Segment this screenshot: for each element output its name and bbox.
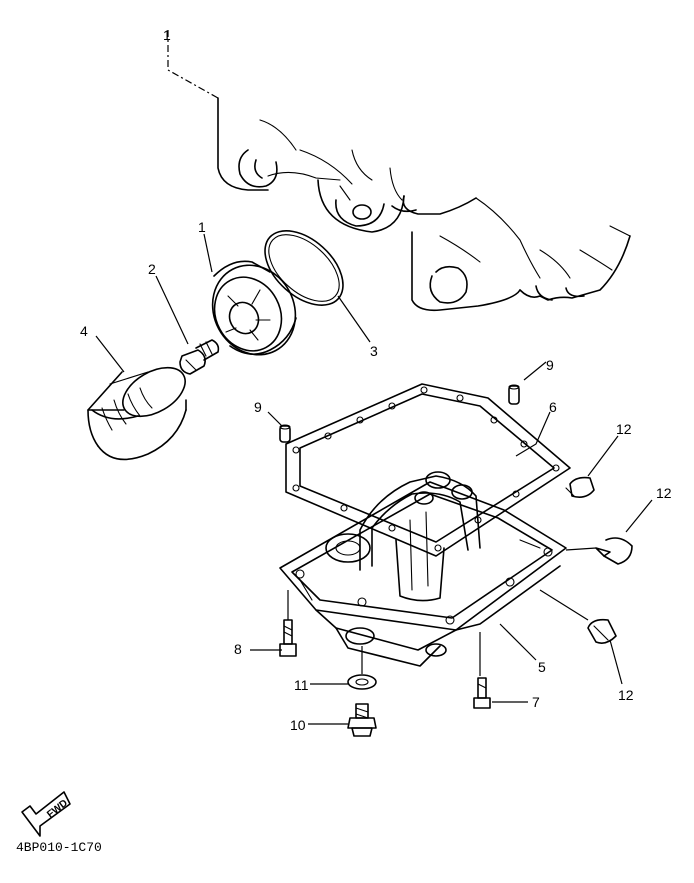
union-bolt-drawing [179, 339, 220, 375]
oil-cooler-drawing [211, 260, 297, 356]
callout-3: 3 [370, 343, 378, 359]
crankcase-drawing [167, 30, 631, 312]
dowel-pin-right [508, 384, 520, 405]
clamp-3 [587, 618, 617, 644]
washer-drawing [347, 674, 377, 690]
callout-2: 2 [148, 261, 156, 277]
o-ring [264, 230, 344, 306]
callout-12-bottom: 12 [618, 687, 634, 703]
callout-6: 6 [549, 399, 557, 415]
callout-9-right: 9 [546, 357, 554, 373]
callout-12-top: 12 [616, 421, 632, 437]
callout-8: 8 [234, 641, 242, 657]
gasket-drawing [285, 383, 571, 557]
bolt-7-drawing [473, 677, 491, 709]
callout-5: 5 [538, 659, 546, 675]
callout-1-oil-cooler: 1 [198, 219, 206, 235]
callout-9-left: 9 [254, 399, 262, 415]
clamp-1 [565, 476, 595, 498]
dowel-pin-left [279, 424, 291, 443]
callout-10: 10 [290, 717, 306, 733]
callout-12-right: 12 [656, 485, 672, 501]
oil-filter-drawing [87, 366, 187, 461]
drain-bolt-drawing [347, 703, 377, 737]
drawing-code: 4BP010-1C70 [16, 840, 102, 855]
callout-4: 4 [80, 323, 88, 339]
clamp-2 [595, 537, 633, 565]
bolt-8-drawing [279, 619, 297, 657]
callout-7: 7 [532, 694, 540, 710]
fwd-arrow-icon: FWD [21, 791, 71, 837]
leader-lines [95, 233, 653, 725]
fwd-label: FWD [45, 798, 70, 821]
callout-11: 11 [294, 677, 309, 693]
oil-pan-drawing [279, 471, 567, 667]
callout-1-crankcase: 1 [163, 27, 171, 43]
